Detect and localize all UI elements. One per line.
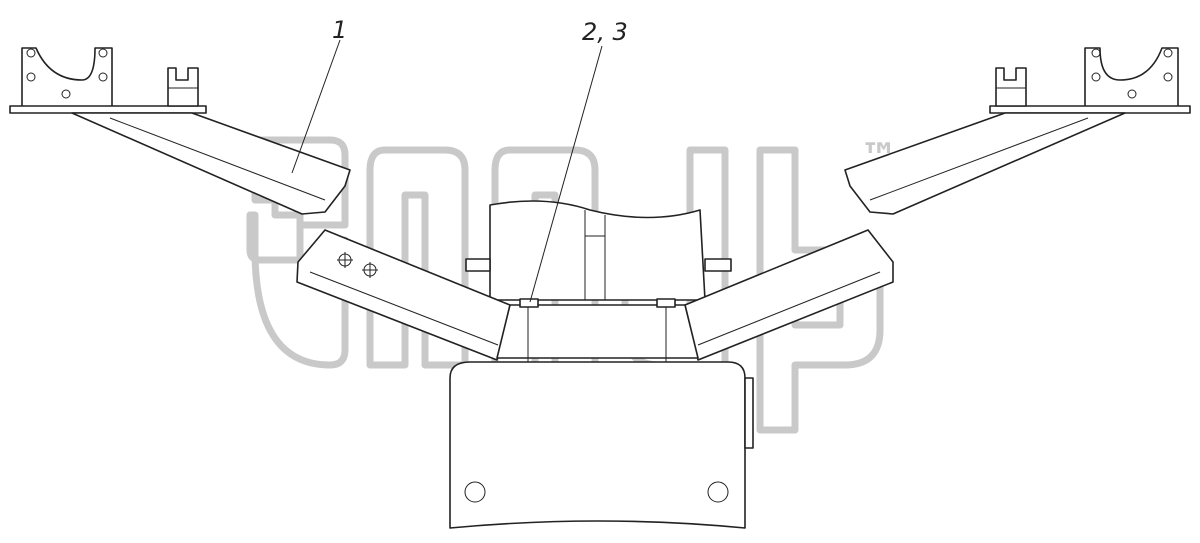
right-upper-arm (844, 112, 1126, 215)
left-upper-arm (71, 112, 351, 215)
left-upper-bracket (9, 47, 207, 114)
callout-1: 1 (291, 16, 347, 174)
left-lower-arm (296, 229, 511, 361)
callout-label-2-3: 2, 3 (582, 18, 628, 46)
lower-housing (449, 361, 754, 529)
center-unit (465, 200, 732, 301)
right-upper-bracket (989, 47, 1191, 114)
center-saddle (496, 298, 699, 368)
callout-label-1: 1 (332, 16, 347, 44)
callout-2-3: 2, 3 (529, 18, 628, 303)
right-lower-arm (684, 229, 894, 361)
